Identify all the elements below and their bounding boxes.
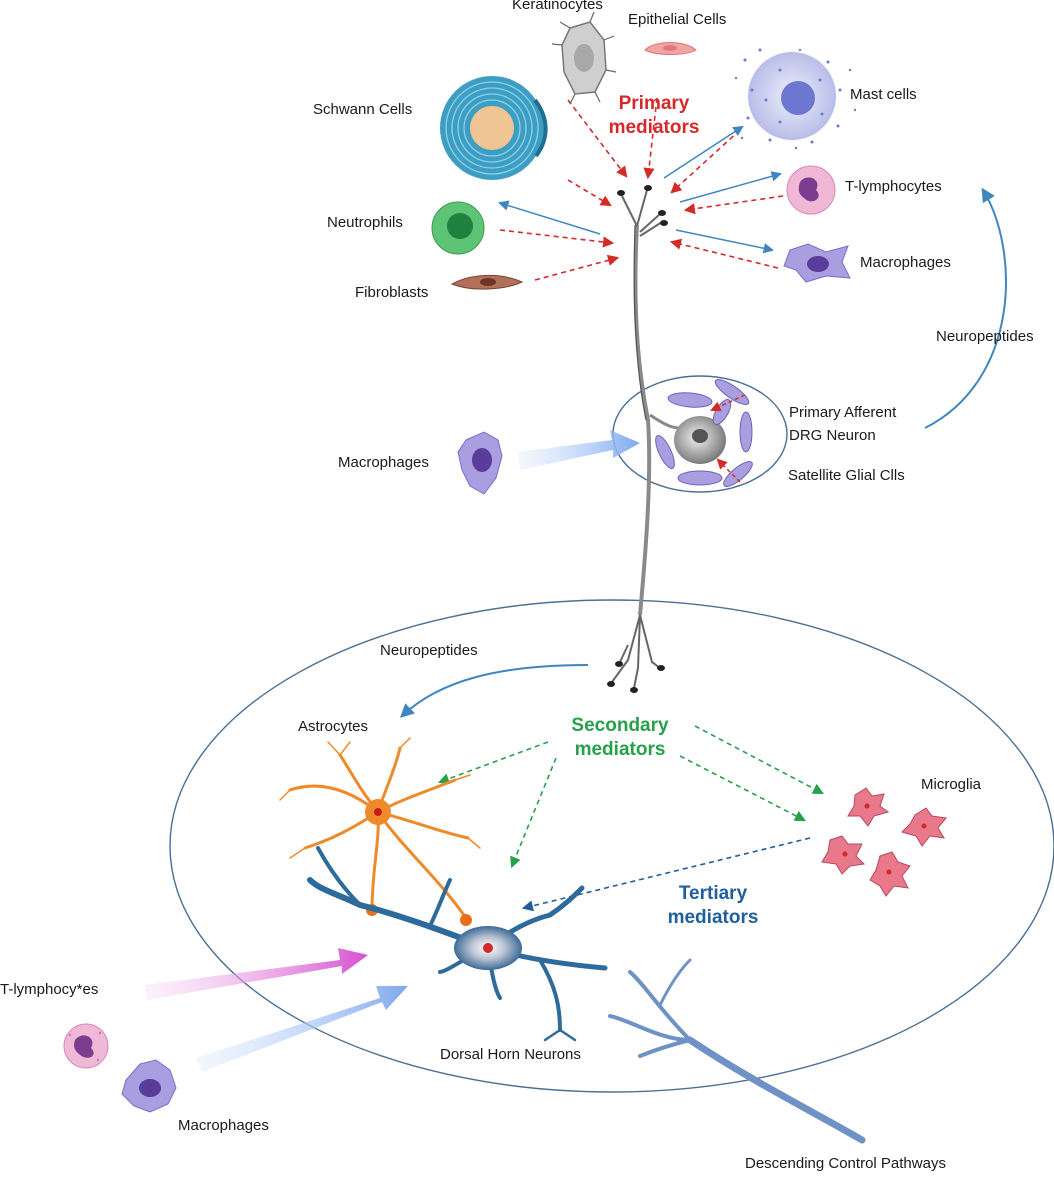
macrophage-middle [457, 431, 503, 495]
efferent-blue-arrows [497, 125, 783, 254]
epithelial-cell [644, 42, 697, 55]
drg-red-arrow-1 [710, 394, 746, 412]
tertiary-mediators-title: Tertiary mediators [652, 882, 774, 930]
drg-neuron [649, 413, 726, 464]
t-lymphocyte-bottom [63, 1023, 109, 1069]
label-dorsal-horn: Dorsal Horn Neurons [440, 1046, 581, 1063]
neutrophil-cell [431, 201, 485, 255]
label-descending: Descending Control Pathways [745, 1155, 946, 1172]
astrocyte-cell [279, 737, 481, 926]
neuropeptides-arrow-right [924, 187, 1007, 429]
fibroblast-cell [450, 274, 524, 290]
macrophage-drg-arrow [518, 430, 640, 470]
label-keratinocytes: Keratinocytes [512, 0, 603, 13]
microglia-cells [821, 787, 947, 897]
label-fibroblasts: Fibroblasts [355, 284, 429, 301]
label-microglia: Microglia [921, 776, 982, 793]
label-primary-afferent: Primary Afferent [789, 404, 897, 421]
neuropeptides-arrow-bottom [399, 664, 589, 718]
label-neuropeptides-bottom: Neuropeptides [380, 642, 478, 659]
label-mast-cells: Mast cells [850, 86, 917, 103]
primary-mediators-line1: Primary [618, 93, 690, 114]
satellite-glial-cells [655, 379, 753, 487]
spinal-cord-outline [169, 599, 1054, 1093]
label-macrophages-mid: Macrophages [338, 454, 429, 471]
dorsal-horn-neuron [307, 846, 608, 1042]
primary-mediator-arrows [499, 97, 784, 281]
primary-mediators-line2: mediators [608, 117, 700, 138]
label-t-lymphocytes-top: T-lymphocytes [845, 178, 942, 195]
label-t-lymphocytes-bottom: T-lymphocy*es [0, 981, 99, 998]
label-astrocytes: Astrocytes [298, 718, 369, 735]
primary-afferent-axon [607, 185, 668, 693]
mast-cell [734, 48, 857, 150]
primary-mediators-title: Primary mediators [594, 92, 714, 140]
microglia-nuclei [842, 803, 927, 875]
macrophage-bottom [121, 1059, 177, 1113]
secondary-mediators-line2: mediators [574, 739, 666, 760]
label-epithelial-cells: Epithelial Cells [628, 11, 727, 28]
t-lymphocyte-arrow [145, 948, 368, 1000]
label-neutrophils: Neutrophils [327, 214, 403, 231]
macrophage-bottom-arrow [196, 986, 408, 1072]
keratinocyte-cell [551, 11, 617, 105]
label-satellite-glial: Satellite Glial Clls [788, 467, 905, 484]
secondary-mediator-arrows [437, 725, 824, 869]
label-schwann-cells: Schwann Cells [313, 101, 413, 118]
tertiary-mediators-line1: Tertiary [678, 883, 748, 904]
descending-pathway [608, 958, 866, 1144]
tertiary-mediators-line2: mediators [667, 907, 759, 928]
secondary-mediators-title: Secondary mediators [556, 714, 684, 762]
schwann-cell [440, 76, 548, 180]
secondary-mediators-line1: Secondary [571, 715, 669, 736]
label-macrophages-bottom: Macrophages [178, 1117, 269, 1134]
macrophage-top [783, 243, 851, 283]
t-lymphocyte-top [786, 165, 836, 215]
label-drg-neuron: DRG Neuron [789, 427, 876, 444]
drg-red-arrow-2 [716, 458, 741, 483]
label-macrophages-top: Macrophages [860, 254, 951, 271]
label-neuropeptides-right: Neuropeptides [936, 328, 1034, 345]
